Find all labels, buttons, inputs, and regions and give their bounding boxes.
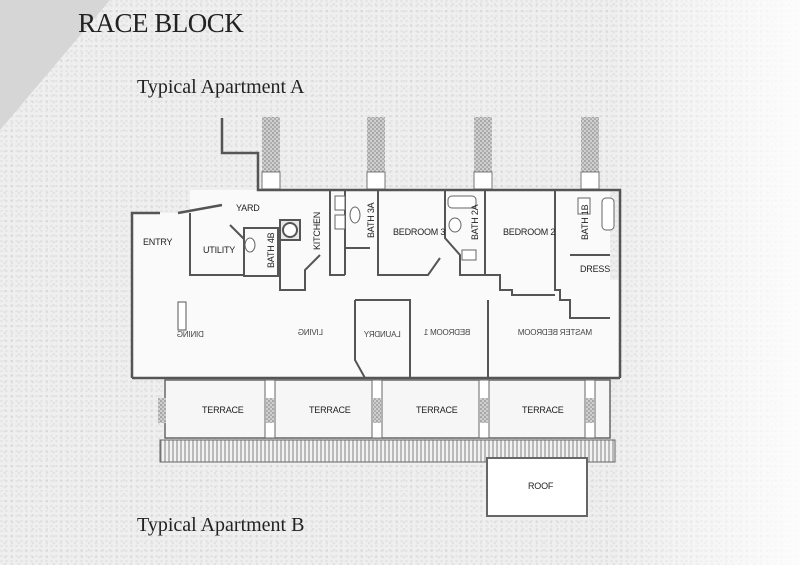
room-label-terrace-1: TERRACE bbox=[202, 405, 244, 415]
terraces bbox=[158, 379, 616, 463]
room-label-bath-3a: BATH 3A bbox=[366, 202, 376, 238]
room-label-terrace-4: TERRACE bbox=[522, 405, 564, 415]
room-label-yard: YARD bbox=[236, 203, 260, 213]
block-title: RACE BLOCK bbox=[78, 8, 244, 38]
room-label-laundry: LAUNDRY bbox=[364, 330, 401, 339]
room-label-bath-2a: BATH 2A bbox=[470, 204, 480, 240]
room-label-terrace-2: TERRACE bbox=[309, 405, 351, 415]
room-label-roof: ROOF bbox=[528, 481, 554, 491]
room-label-dining: DINING bbox=[177, 330, 204, 339]
room-label-bath-4b: BATH 4B bbox=[266, 232, 276, 268]
apartment-a-title: Typical Apartment A bbox=[137, 76, 305, 98]
room-label-bedroom-3: BEDROOM 3 bbox=[393, 227, 446, 237]
room-label-living: LIVING bbox=[298, 328, 324, 337]
room-label-bedroom-2: BEDROOM 2 bbox=[503, 227, 556, 237]
room-label-master-bedroom: MASTER BEDROOM bbox=[518, 328, 593, 337]
columns-top bbox=[261, 117, 600, 190]
scan-fade bbox=[610, 0, 800, 565]
page-fold-corner bbox=[0, 0, 110, 130]
apartment-b-title: Typical Apartment B bbox=[137, 514, 305, 536]
room-label-terrace-3: TERRACE bbox=[416, 405, 458, 415]
room-label-utility: UTILITY bbox=[203, 245, 236, 255]
room-label-bath-1b: BATH 1B bbox=[580, 204, 590, 240]
room-label-dress: DRESS bbox=[580, 264, 611, 274]
room-label-bedroom-1: BEDROOM 1 bbox=[424, 328, 471, 337]
room-label-kitchen: KITCHEN bbox=[312, 211, 322, 250]
room-label-entry: ENTRY bbox=[143, 237, 173, 247]
